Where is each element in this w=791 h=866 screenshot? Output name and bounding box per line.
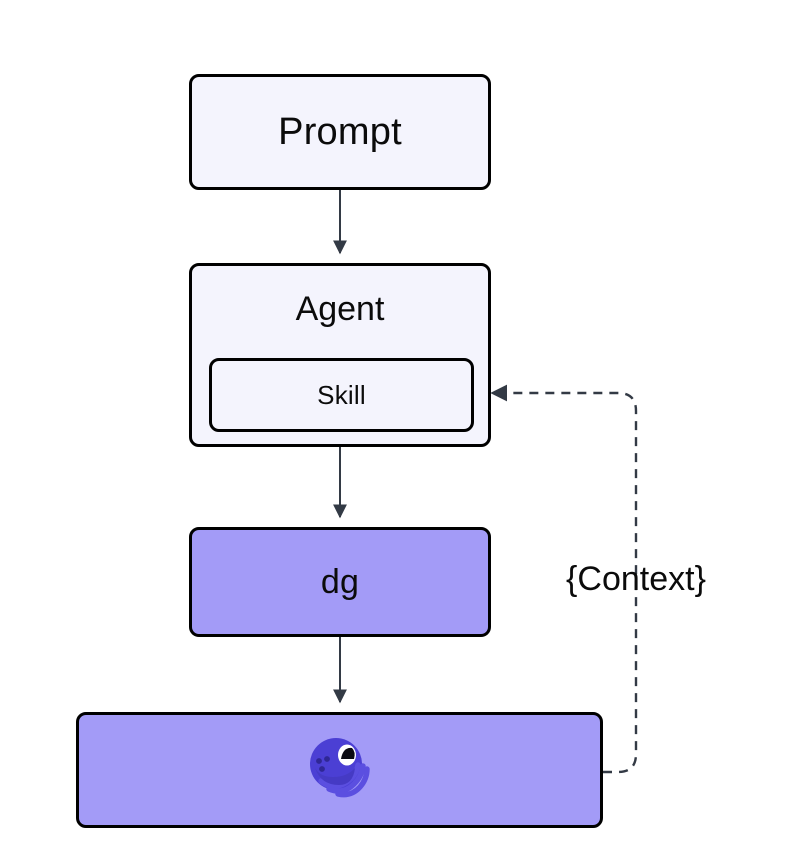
node-agent-label: Agent bbox=[295, 290, 385, 328]
node-dg[interactable]: dg bbox=[189, 527, 491, 637]
edge-label-context: {Context} bbox=[566, 560, 706, 598]
node-skill-label: Skill bbox=[317, 380, 366, 410]
node-prompt[interactable]: Prompt bbox=[189, 74, 491, 190]
node-agent[interactable]: Agent Skill bbox=[189, 263, 491, 447]
octopus-icon bbox=[309, 738, 370, 798]
node-dg-label: dg bbox=[320, 563, 360, 601]
node-octopus[interactable] bbox=[76, 712, 603, 828]
node-prompt-label: Prompt bbox=[278, 111, 402, 153]
node-skill[interactable]: Skill bbox=[209, 358, 474, 432]
